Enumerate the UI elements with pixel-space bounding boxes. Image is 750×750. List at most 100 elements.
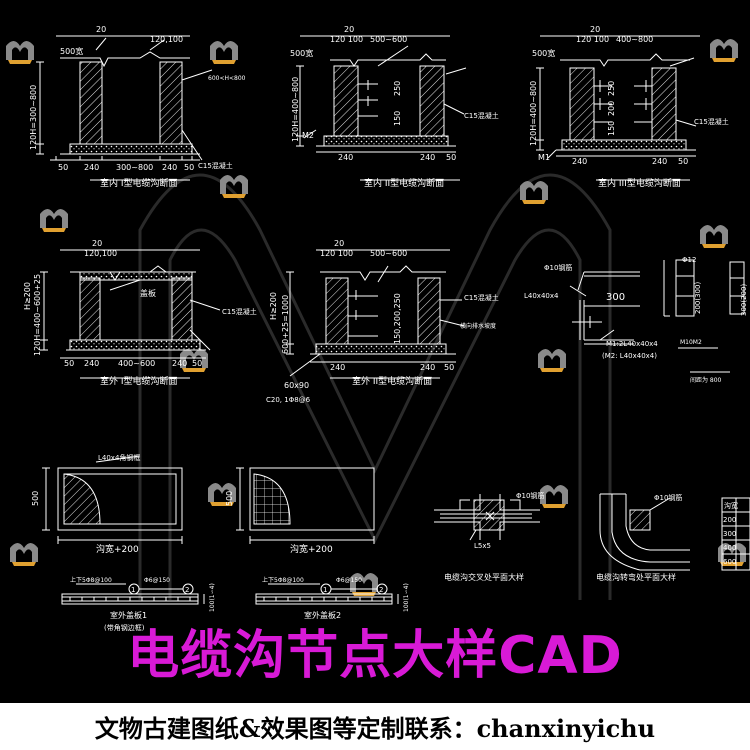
contact-text: 文物古建图纸&效果图等定制联系：chanxinyichu: [94, 714, 656, 743]
dim-base-r: 50: [678, 157, 688, 166]
indoor-type1-section: [36, 35, 213, 181]
label-note: 横向排水坡度: [460, 322, 496, 330]
dim-300b: 300(200): [740, 284, 748, 316]
section-title: 室内 III型电缆沟断面: [598, 177, 681, 189]
dim-inner: 150: [393, 111, 402, 126]
plate-caption: 室外盖板1: [110, 610, 147, 620]
circle-2: 2: [185, 586, 189, 594]
bracket-detail: [569, 259, 745, 373]
dim-right: 100(1∽4): [403, 583, 410, 612]
detail-title: 电缆沟交叉处平面大样: [444, 572, 524, 582]
section-title: 室外 I型电缆沟断面: [100, 375, 178, 387]
dim-200: 200(300): [694, 282, 702, 314]
table-cell: 400: [723, 544, 736, 552]
dim-width-top: 400~800: [616, 35, 653, 44]
dim-cap: 500宽: [290, 48, 313, 58]
dim-wall-l: 240: [338, 153, 353, 162]
label-rebar: C20, 1Φ8@6: [266, 396, 311, 404]
dim-wall-r: 240: [652, 157, 667, 166]
dim-wall-l: 240: [572, 157, 587, 166]
dim-cap: 500宽: [532, 48, 555, 58]
table-cell: 200: [723, 516, 736, 524]
plate-width: 沟宽+200: [96, 543, 139, 555]
dim-height: 120H=400~800: [529, 81, 538, 146]
dim-cap: 500宽: [60, 46, 83, 56]
dim-12: Φ12: [682, 256, 696, 264]
label-c15: C15混凝土: [198, 161, 233, 170]
dim-width: 400~600: [118, 359, 155, 368]
dim-height: H≥200: [23, 282, 32, 310]
dim-wall-r: 240: [162, 163, 177, 172]
plate-caption-sub: (带角钢边框): [104, 623, 145, 632]
label-m2: M2: [302, 131, 314, 140]
label-phi: Φ6@150: [144, 577, 170, 584]
label-top: L40x4角钢框: [98, 453, 140, 462]
dim-inner2: 200: [607, 101, 616, 116]
dim-base-r: 50: [192, 359, 202, 368]
indoor-type3-section: [536, 35, 700, 181]
circle-2: 2: [379, 586, 383, 594]
dim-width-top: 500~600: [370, 35, 407, 44]
dim-wall-l: 240: [84, 359, 99, 368]
section-title: 室内 II型电缆沟断面: [364, 177, 444, 189]
table-cell: 600: [723, 558, 736, 566]
dim-inner2: 250: [393, 81, 402, 96]
label-angle: L40x40x4: [524, 292, 559, 300]
dim-top-sub: 120 100: [576, 35, 609, 44]
dim-top-sub: 120 100: [330, 35, 363, 44]
label-phi: Φ10钢筋: [654, 493, 682, 502]
cross-detail: [434, 494, 540, 541]
cover-plate2-section: [255, 583, 399, 605]
dim-base-r: 50: [184, 163, 194, 172]
dim-wall-r: 240: [420, 153, 435, 162]
dim-base-r: 50: [444, 363, 454, 372]
dim-height: 120H=300~800: [29, 85, 38, 150]
table-cell: 300: [723, 530, 736, 538]
detail-title: 电缆沟转弯处平面大样: [596, 572, 676, 582]
label-m1: M1: [538, 153, 550, 162]
dim-top: 20: [92, 239, 102, 248]
size-table: [721, 497, 750, 571]
label-plate: 盖板: [140, 288, 156, 298]
cover-plate1-section: [61, 583, 205, 605]
label-phi: Φ10钢筋: [516, 491, 544, 500]
dim-base-l: 50: [64, 359, 74, 368]
cover-plate2-plan: [236, 467, 375, 544]
dim-top: 20: [334, 239, 344, 248]
dim-top: 20: [344, 25, 354, 34]
dim-wall-l: 240: [330, 363, 345, 372]
dim-top-sub: 120 100: [320, 249, 353, 258]
dim-top-sub: 120,100: [150, 35, 183, 44]
label-mid: M10M2: [680, 339, 702, 346]
dim-top: 20: [96, 25, 106, 34]
dim-width: 300~800: [116, 163, 153, 172]
dim-height: H≥200: [269, 292, 278, 320]
label-m2: (M2: L40x40x4): [602, 352, 657, 360]
table-header: 沟宽: [724, 501, 738, 510]
dim-height2: 120H=400~600+25: [33, 274, 42, 356]
dim-right: 100(1∽4): [209, 583, 216, 612]
contact-banner: 文物古建图纸&效果图等定制联系：chanxinyichu: [0, 703, 750, 750]
dim-wall-l: 240: [84, 163, 99, 172]
label-c15: C15混凝土: [464, 293, 499, 302]
dim-height2: 600+25=1000: [281, 295, 290, 354]
section-title: 室外 II型电缆沟断面: [352, 375, 432, 387]
dim-wall-r: 240: [420, 363, 435, 372]
dim-top: 20: [590, 25, 600, 34]
dim-wall-r: 240: [172, 359, 187, 368]
dim-300: 300: [606, 292, 625, 303]
circle-1: 1: [323, 586, 327, 594]
dim-h: 500: [225, 491, 234, 506]
outdoor-type1-section: [40, 249, 221, 379]
label-rebar: 上下5Φ8@100: [262, 576, 304, 584]
dim-width-top: 500~600: [370, 249, 407, 258]
label-drain: 60x90: [284, 381, 309, 390]
indoor-type2-section: [296, 35, 467, 181]
dim-top-sub: 120,100: [84, 249, 117, 258]
label-m1: M1:2L40x40x4: [606, 340, 658, 348]
dim-h: 500: [31, 491, 40, 506]
dim-height: 120H=400~800: [291, 77, 300, 142]
dim-inner: 150,200,250: [393, 293, 402, 344]
dim-inner: 150: [607, 121, 616, 136]
